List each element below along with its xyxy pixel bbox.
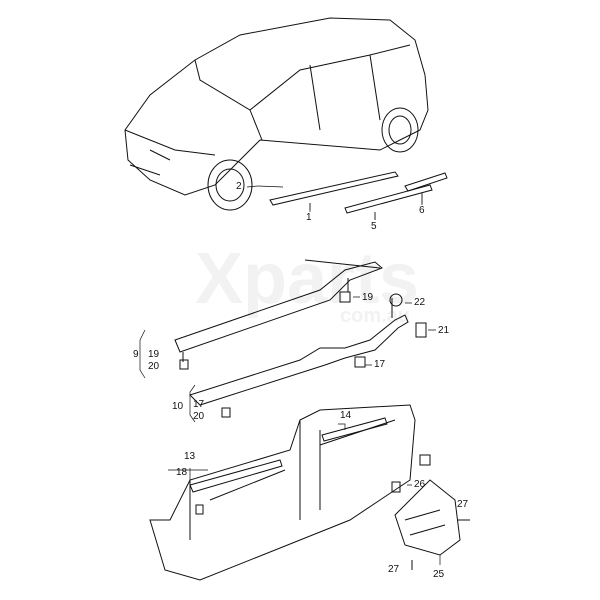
callout-10-17: 17 [193, 399, 205, 410]
callout-9-20: 20 [148, 361, 160, 372]
callout-17: 17 [374, 359, 386, 370]
callout-25: 25 [433, 569, 445, 580]
callout-27-bottom: 27 [388, 564, 400, 575]
callout-10: 10 [172, 401, 184, 412]
callout-14: 14 [340, 410, 352, 421]
car-illustration [124, 17, 429, 211]
watermark-brand: Xparts [195, 239, 420, 319]
callout-19: 19 [362, 292, 374, 303]
callout-10-20: 20 [193, 411, 205, 422]
callout-5: 5 [371, 221, 377, 232]
callout-1: 1 [306, 212, 312, 223]
callout-6: 6 [419, 205, 425, 216]
callout-9-19: 19 [148, 349, 160, 360]
callout-21: 21 [438, 325, 450, 336]
callout-2: 2 [236, 181, 242, 192]
callout-27-top: 27 [457, 499, 469, 510]
callout-22: 22 [414, 297, 426, 308]
callout-18: 18 [176, 467, 188, 478]
callout-13: 13 [184, 451, 196, 462]
callout-26: 26 [414, 479, 426, 490]
callout-9: 9 [133, 349, 139, 360]
